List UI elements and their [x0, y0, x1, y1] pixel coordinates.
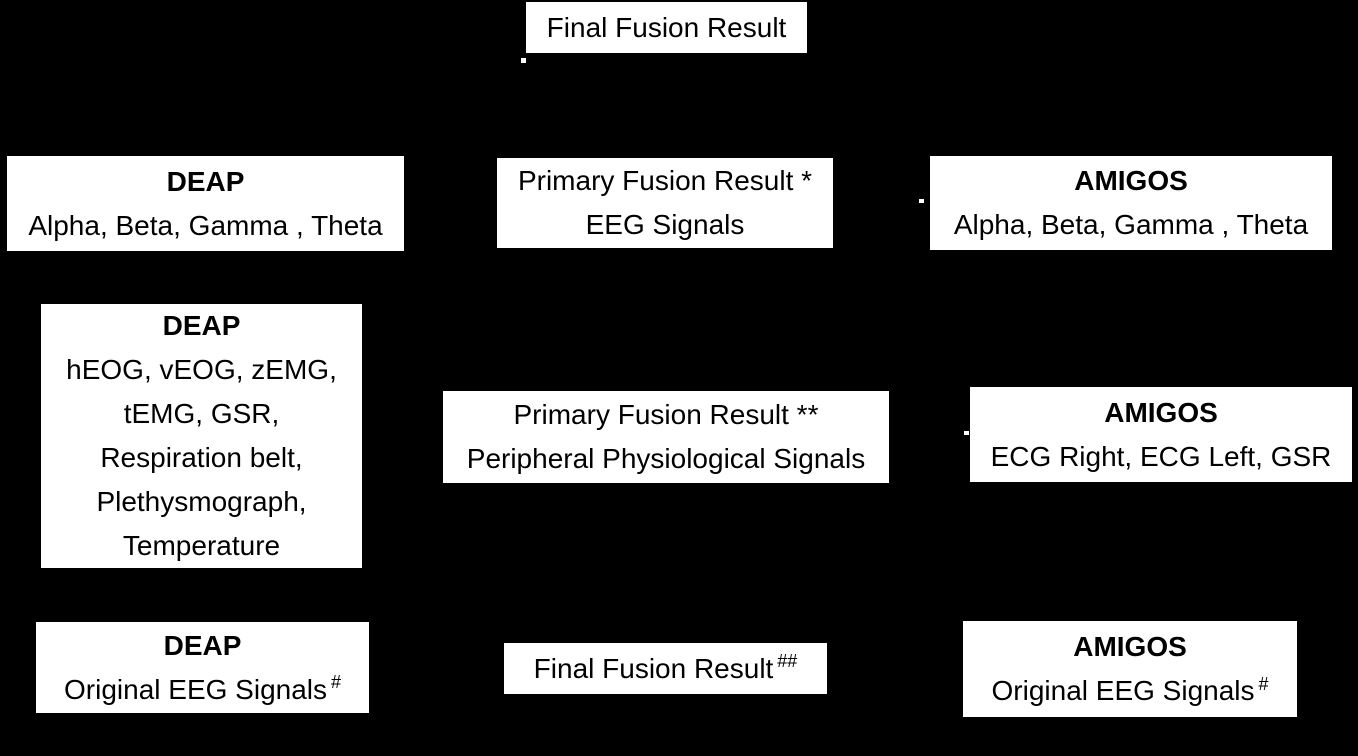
box-label-text: Final Fusion Result [533, 652, 774, 684]
final-fusion-result-bottom-box: Final Fusion Result## [504, 643, 827, 694]
dataset-title: AMIGOS [1104, 396, 1218, 428]
signal-type-label: Peripheral Physiological Signals [466, 443, 866, 474]
box-label-text: Final Fusion Result [546, 11, 787, 43]
primary-fusion-peripheral-box: Primary Fusion Result ** Peripheral Phys… [443, 391, 889, 483]
signal-list: ECG Right, ECG Left, GSR [990, 440, 1332, 472]
deap-eeg-bands-box: DEAP Alpha, Beta, Gamma , Theta [7, 156, 404, 251]
box-label: Final Fusion Result [526, 6, 807, 50]
amigos-eeg-bands-box: AMIGOS Alpha, Beta, Gamma , Theta [930, 156, 1332, 250]
signal-list-line: Temperature [122, 530, 281, 561]
arrow-remnant-dot [919, 199, 924, 203]
signal-list: Alpha, Beta, Gamma , Theta [28, 209, 383, 241]
arrow-remnant-dot [964, 431, 969, 435]
footnote-marker: # [1258, 673, 1269, 694]
fusion-result-label: Primary Fusion Result * [517, 165, 813, 196]
signal-list-text: Original EEG Signals [991, 675, 1255, 706]
amigos-original-eeg-box: AMIGOS Original EEG Signals# [963, 621, 1297, 717]
signal-list-line: tEMG, GSR, [123, 398, 280, 429]
signal-list-line: hEOG, vEOG, zEMG, [66, 354, 337, 385]
signal-list-line: Respiration belt, [100, 442, 303, 473]
signal-type-label: EEG Signals [585, 209, 745, 240]
primary-fusion-eeg-box: Primary Fusion Result * EEG Signals [497, 158, 833, 248]
dataset-title: DEAP [166, 165, 245, 197]
dataset-title: AMIGOS [1073, 631, 1187, 662]
dataset-title: DEAP [162, 310, 241, 341]
dataset-title: DEAP [163, 629, 242, 661]
signal-list-text: Original EEG Signals [64, 673, 328, 705]
footnote-marker: # [330, 672, 341, 693]
fusion-result-label: Primary Fusion Result ** [513, 399, 819, 430]
signal-list: Alpha, Beta, Gamma , Theta [953, 209, 1309, 240]
deap-original-eeg-box: DEAP Original EEG Signals# [36, 622, 369, 713]
arrow-remnant-dot [521, 58, 526, 63]
signal-list-line: Plethysmograph, [96, 486, 307, 517]
amigos-peripheral-signals-box: AMIGOS ECG Right, ECG Left, GSR [970, 387, 1352, 482]
dataset-title: AMIGOS [1074, 165, 1188, 196]
final-fusion-result-top-box: Final Fusion Result [526, 2, 807, 53]
box-label: Final Fusion Result## [504, 647, 827, 691]
signal-list: Original EEG Signals# [36, 668, 369, 712]
deap-peripheral-signals-box: DEAP hEOG, vEOG, zEMG, tEMG, GSR, Respir… [41, 304, 362, 568]
footnote-marker: ## [777, 651, 798, 672]
signal-list: Original EEG Signals# [963, 669, 1297, 713]
